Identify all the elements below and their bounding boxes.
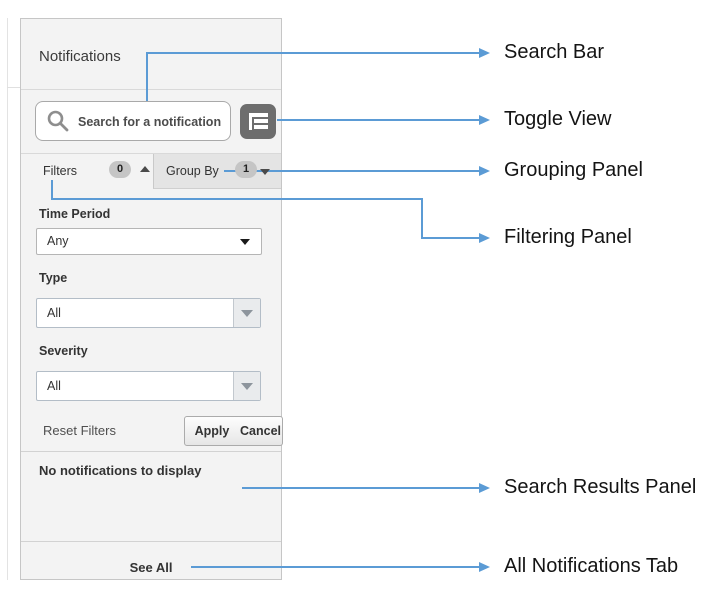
caret-down-icon [241,310,253,317]
search-input[interactable] [76,103,228,141]
results-divider [21,451,281,452]
caret-down-icon[interactable] [260,169,270,175]
callout-line-search-results-panel [242,487,480,489]
right-arrow-icon [479,48,490,58]
type-value: All [47,306,61,320]
callout-line-filtering-panel [421,237,480,239]
callout-line-all-notifications-tab [191,566,480,568]
right-arrow-icon [479,115,490,125]
right-arrow-icon [479,562,490,572]
apply-button[interactable]: Apply [184,416,240,446]
annotation-toggle-view: Toggle View [504,108,612,130]
tab-group-by-label[interactable]: Group By [166,164,219,178]
filters-count-badge: 0 [109,161,131,178]
annotation-search-bar: Search Bar [504,41,605,63]
tab-filters[interactable] [21,154,153,189]
search-icon [47,110,69,132]
callout-line-filtering-panel [51,198,423,200]
right-arrow-icon [479,483,490,493]
empty-results-message: No notifications to display [39,463,202,478]
annotation-grouping-panel: Grouping Panel [504,159,643,181]
callout-line-toggle-view [277,119,480,121]
severity-combobox[interactable]: All [36,371,261,401]
header-divider [21,89,281,90]
callout-line-filtering-panel [421,198,423,239]
severity-label: Severity [39,344,88,358]
time-period-label: Time Period [39,207,111,221]
footer-divider [21,541,281,542]
callout-line-search-bar [146,52,148,101]
page-edge-line [7,18,8,580]
panel-title: Notifications [39,48,121,65]
annotation-all-notifications-tab: All Notifications Tab [504,555,679,577]
callout-line-filtering-panel [51,180,53,200]
right-arrow-icon [479,233,490,243]
time-period-select[interactable]: Any [36,228,262,255]
severity-value: All [47,379,61,393]
annotation-filtering-panel: Filtering Panel [504,226,632,248]
type-label: Type [39,271,68,285]
gutter-divider [7,87,20,88]
caret-down-icon [241,383,253,390]
caret-down-icon [240,239,250,245]
group-by-count-badge: 1 [235,161,257,178]
reset-filters-link[interactable]: Reset Filters [43,423,116,438]
caret-up-icon[interactable] [140,166,150,172]
callout-line-search-bar [146,52,480,54]
time-period-value: Any [47,234,69,248]
type-combobox[interactable]: All [36,298,261,328]
toggle-view-button[interactable] [240,104,276,139]
notifications-panel: Notifications Filters 0 Group By 1 Time … [20,18,283,580]
right-arrow-icon [479,166,490,176]
cancel-button[interactable]: Cancel [239,416,283,446]
annotation-search-results-panel: Search Results Panel [504,476,697,498]
search-bar[interactable] [35,101,231,141]
search-divider [21,153,281,154]
type-dropdown-button[interactable] [233,299,260,327]
tab-filters-label[interactable]: Filters [43,164,78,178]
severity-dropdown-button[interactable] [233,372,260,400]
see-all-tab[interactable]: See All [129,560,173,575]
callout-line-grouping-panel [224,170,480,172]
